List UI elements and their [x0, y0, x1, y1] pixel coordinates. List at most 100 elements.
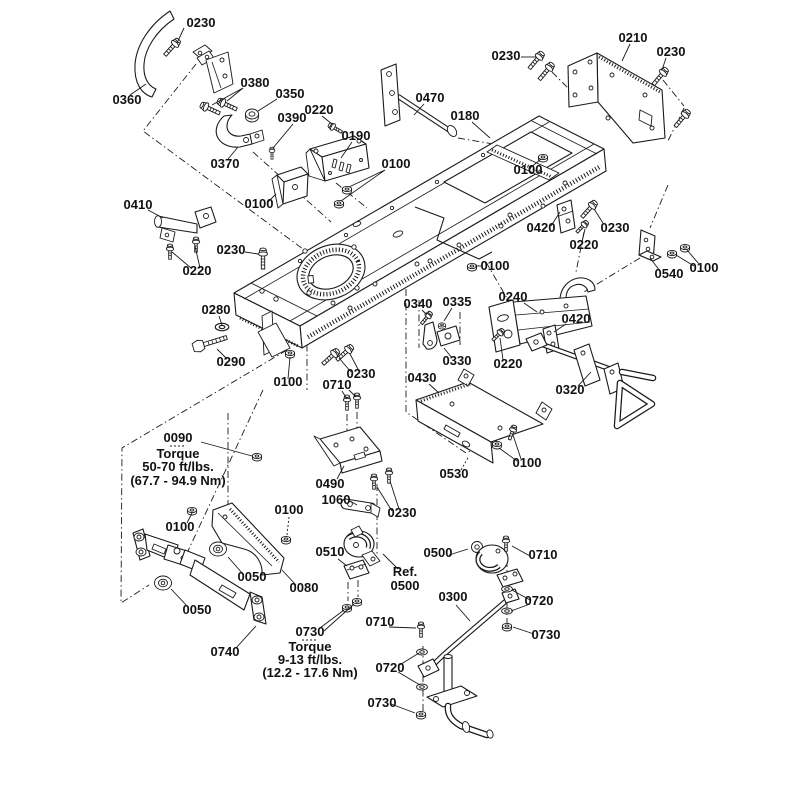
part-0540-bracket [638, 229, 662, 262]
torque-metric: (67.7 - 94.9 Nm) [130, 473, 225, 488]
callout-0190: 0190 [342, 128, 371, 143]
bolt-0230-icon [671, 107, 693, 130]
screw-0710-icon [342, 394, 352, 411]
callout-0370: 0370 [211, 156, 240, 171]
callout-0530: 0530 [440, 466, 469, 481]
callout-0230: 0230 [492, 48, 521, 63]
bolt-0230-icon [525, 49, 547, 72]
callout-labels: 0230 0360 0380 0350 0220 0390 0190 0370 … [113, 15, 719, 710]
callout-0710: 0710 [529, 547, 558, 562]
part-0370-bracket [215, 114, 265, 148]
nut-0100-icon [491, 440, 503, 450]
callout-0410: 0410 [124, 197, 153, 212]
callout-0080: 0080 [290, 580, 319, 595]
part-0410-link [154, 206, 217, 243]
callout-0100: 0100 [274, 374, 303, 389]
callout-0100: 0100 [514, 162, 543, 177]
part-ref-0500-cam [343, 525, 381, 567]
callout-0490: 0490 [316, 476, 345, 491]
callout-0280: 0280 [202, 302, 231, 317]
nut-0100-icon [284, 349, 296, 359]
callout-0470: 0470 [416, 90, 445, 105]
nut-0100-icon [341, 185, 353, 195]
callout-0230: 0230 [347, 366, 376, 381]
callout-0100: 0100 [245, 196, 274, 211]
screw-0230-icon [384, 467, 394, 484]
reference-part: 0500 [391, 578, 420, 593]
torque-metric: (12.2 - 17.6 Nm) [262, 665, 357, 680]
callout-0710: 0710 [366, 614, 395, 629]
callout-0420: 0420 [527, 220, 556, 235]
washer-0720-icon [501, 585, 513, 593]
callout-0320: 0320 [556, 382, 585, 397]
bolt-0230-icon [161, 36, 183, 59]
part-0740-axle [132, 528, 267, 625]
callout-0100: 0100 [513, 455, 542, 470]
callout-0220: 0220 [183, 263, 212, 278]
screw-0710-icon [416, 621, 426, 638]
nut-0100-icon [666, 249, 678, 259]
callout-0220: 0220 [494, 356, 523, 371]
nut-0100-icon [333, 199, 345, 209]
callout-0050: 0050 [183, 602, 212, 617]
callout-0720: 0720 [525, 593, 554, 608]
part-0210-bracket [567, 52, 666, 144]
part-0470-shaft [380, 63, 458, 137]
torque-note-0730: 0730 Torque 9-13 ft/lbs. (12.2 - 17.6 Nm… [262, 624, 357, 680]
nut-0090-icon [251, 452, 263, 462]
callout-0180: 0180 [451, 108, 480, 123]
screw-0220-icon [165, 243, 175, 260]
part-0420-strap-a [556, 199, 576, 234]
callout-0220: 0220 [570, 237, 599, 252]
part-spindle [426, 654, 494, 739]
torque-imperial: 50-70 ft/lbs. [142, 459, 214, 474]
leader-lines [129, 27, 700, 714]
nut-0100-icon [280, 535, 292, 545]
callout-0500: 0500 [424, 545, 453, 560]
nut-0730-icon [351, 597, 363, 607]
bolt-0230-icon [649, 65, 671, 88]
callout-0230: 0230 [388, 505, 417, 520]
callout-0740: 0740 [211, 644, 240, 659]
part-0350-bushing [245, 108, 259, 123]
bolt-0230-icon [578, 198, 600, 221]
callout-0230: 0230 [657, 44, 686, 59]
bolt-0290-icon [191, 335, 228, 353]
part-0050-bushing-a [209, 541, 227, 557]
part-0330-group [422, 321, 461, 350]
callout-0210: 0210 [619, 30, 648, 45]
callout-0100: 0100 [481, 258, 510, 273]
torque-imperial: 9-13 ft/lbs. [278, 652, 342, 667]
callout-0050: 0050 [238, 569, 267, 584]
callout-0100: 0100 [166, 519, 195, 534]
torque-title: Torque [288, 639, 331, 654]
bolt-0230-icon [258, 247, 268, 270]
callout-0100: 0100 [275, 502, 304, 517]
callout-0430: 0430 [408, 370, 437, 385]
callout-0330: 0330 [443, 353, 472, 368]
callout-1060: 1060 [322, 492, 351, 507]
callout-0350: 0350 [276, 86, 305, 101]
callout-0730: 0730 [532, 627, 561, 642]
callout-0360: 0360 [113, 92, 142, 107]
callout-0300: 0300 [439, 589, 468, 604]
part-0050-bushing-b [154, 575, 172, 591]
torque-title: Torque [156, 446, 199, 461]
nut-0335-icon [437, 322, 447, 330]
screw-0390-icon [268, 146, 276, 160]
callout-0100: 0100 [382, 156, 411, 171]
nut-0100-icon [466, 262, 478, 272]
nut-0730-icon [501, 622, 513, 632]
torque-part-number: 0730 [296, 624, 325, 639]
part-0500-cam [471, 541, 524, 588]
callout-0720: 0720 [376, 660, 405, 675]
part-0300-draglink [417, 588, 520, 678]
part-1060-link [340, 498, 381, 518]
part-0240-channel [488, 277, 596, 353]
callout-0220: 0220 [305, 102, 334, 117]
callout-0390: 0390 [278, 110, 307, 125]
callout-0335: 0335 [443, 294, 472, 309]
part-0080-plate [211, 502, 285, 576]
